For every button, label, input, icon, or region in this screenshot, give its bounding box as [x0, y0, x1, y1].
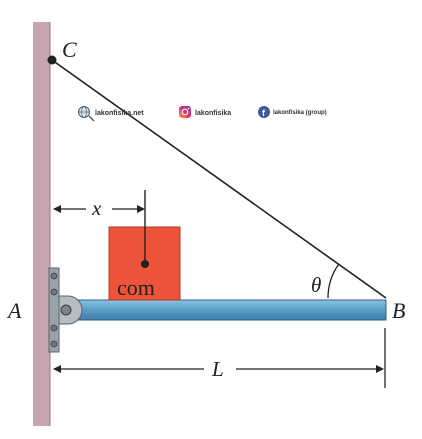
instagram-icon — [179, 106, 191, 118]
hinge-bracket — [48, 267, 83, 353]
label-com: com — [117, 275, 155, 300]
theta-arc — [327, 263, 340, 299]
facebook-icon: f — [258, 106, 270, 118]
point-c-dot — [47, 55, 57, 65]
label-b: B — [392, 298, 405, 323]
watermark-site: lakonfisika.net — [95, 110, 144, 117]
globe-icon — [78, 106, 95, 122]
watermark-facebook: lakonfisika (group) — [273, 110, 327, 116]
beam — [54, 299, 387, 321]
svg-text:f: f — [262, 108, 266, 118]
label-c: C — [62, 37, 77, 62]
watermark-instagram: lakonfisika — [195, 110, 231, 117]
watermark: lakonfisika.net lakonfisika f lakonfisik… — [78, 106, 327, 122]
label-l: L — [211, 357, 224, 381]
rope — [51, 59, 387, 299]
com-dot — [141, 260, 149, 268]
wall — [33, 22, 50, 426]
label-a: A — [6, 298, 22, 323]
label-theta: θ — [311, 273, 321, 297]
label-x: x — [91, 196, 102, 220]
